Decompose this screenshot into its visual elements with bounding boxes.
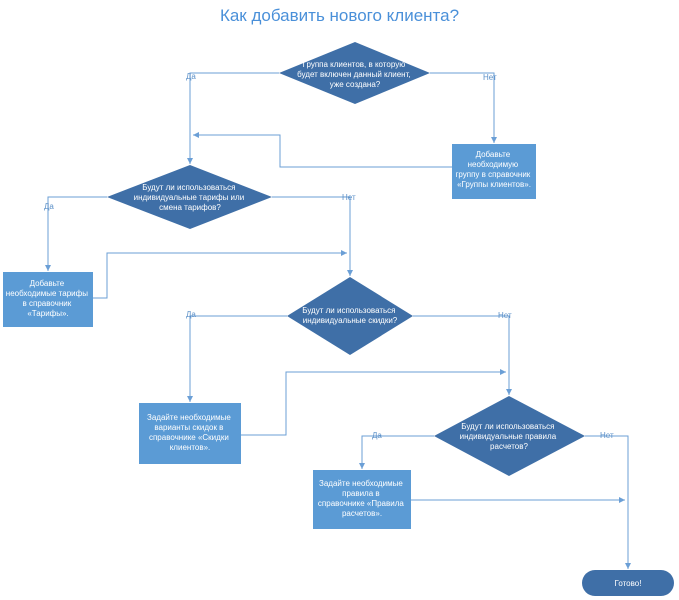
- process-text-line: необходимые тарифы: [6, 289, 88, 298]
- svg-text:Добавьте необходимые тар: Добавьте необходимые тарифы в справочник…: [6, 279, 90, 318]
- process-add-tariffs: Добавьте необходимые тарифы в справочник…: [3, 272, 93, 327]
- edge-label-yes: Да: [186, 310, 196, 319]
- decision-text-line: расчетов?: [490, 442, 528, 451]
- edge-label-yes: Да: [372, 431, 382, 440]
- edge-label-yes: Да: [44, 202, 54, 211]
- process-text-line: справочнике «Правила: [318, 499, 404, 508]
- decision-text-line: Будут ли использоваться: [461, 422, 554, 431]
- page-title: Как добавить нового клиента?: [219, 6, 460, 25]
- edge-p2-return: [93, 250, 347, 299]
- decision-text-line: Группа клиентов, в которую: [303, 60, 406, 69]
- decision-text-line: будет включен данный клиент,: [297, 70, 410, 79]
- decision-discounts: Будут ли использоваться индивидуальные с…: [287, 277, 413, 355]
- process-text-line: Добавьте: [30, 279, 65, 288]
- decision-text-line: индивидуальные правила: [460, 432, 557, 441]
- edge-d3-yes: [187, 315, 287, 402]
- edge-d2-yes: [45, 196, 107, 271]
- process-text-line: варианты скидок в: [154, 423, 223, 432]
- decision-text-line: индивидуальные тарифы или: [134, 193, 245, 202]
- edge-d4-yes: [359, 435, 434, 469]
- decision-group-exists: Группа клиентов, в которую будет включен…: [279, 42, 430, 104]
- svg-text:Задайте необходимые прав: Задайте необходимые правила в справочник…: [318, 479, 406, 518]
- process-text-line: правила в: [342, 489, 380, 498]
- process-text-line: «Группы клиентов».: [457, 180, 531, 189]
- process-add-group: Добавьте необходимую группу в справочник…: [452, 144, 536, 199]
- process-box: [3, 272, 93, 327]
- edge-label-yes: Да: [186, 72, 196, 81]
- process-text-line: в справочник: [23, 299, 72, 308]
- terminator-shape: [582, 570, 674, 596]
- edge-d1-no: [430, 72, 497, 143]
- edge-label-no: Нет: [483, 73, 497, 82]
- process-text-line: Добавьте: [476, 150, 511, 159]
- decision-text-line: уже создана?: [330, 80, 381, 89]
- process-box: [139, 403, 241, 464]
- svg-text:Будут ли использоваться: Будут ли использоваться индивидуальные с…: [302, 306, 398, 325]
- decision-rules: Будут ли использоваться индивидуальные п…: [434, 396, 585, 476]
- process-text-line: расчетов».: [342, 509, 382, 518]
- svg-text:Задайте необходимые вари: Задайте необходимые варианты скидок в сп…: [147, 413, 233, 452]
- process-box: [313, 470, 411, 529]
- edge-d3-no: [413, 315, 512, 395]
- terminator-done: Готово!: [582, 570, 674, 596]
- process-text-line: группу в справочник: [455, 170, 530, 179]
- process-text-line: Задайте необходимые: [147, 413, 231, 422]
- edge-p3-return: [241, 369, 506, 436]
- decision-text-line: Будут ли использоваться: [142, 183, 235, 192]
- process-text-line: необходимую: [468, 160, 519, 169]
- process-text-line: справочнике «Скидки: [149, 433, 229, 442]
- edge-p1-return: [193, 132, 452, 168]
- decision-diamond: [107, 165, 272, 229]
- decision-text-line: индивидуальные скидки?: [303, 316, 398, 325]
- decision-text-line: смена тарифов?: [159, 203, 221, 212]
- process-text-line: «Тарифы».: [27, 309, 68, 318]
- decision-diamond: [434, 396, 585, 476]
- edge-d2-no: [272, 196, 353, 276]
- process-text-line: Задайте необходимые: [319, 479, 403, 488]
- terminator-label: Готово!: [615, 579, 642, 588]
- process-set-rules: Задайте необходимые правила в справочник…: [313, 470, 411, 529]
- decision-text-line: Будут ли использоваться: [302, 306, 395, 315]
- process-set-discounts: Задайте необходимые варианты скидок в сп…: [139, 403, 241, 464]
- svg-text:Группа клиентов, в которую: Группа клиентов, в которую будет включен…: [297, 60, 413, 89]
- decision-diamond: [279, 42, 430, 104]
- decision-tariffs: Будут ли использоваться индивидуальные т…: [107, 165, 272, 229]
- edge-label-no: Нет: [600, 431, 614, 440]
- edge-label-no: Нет: [342, 193, 356, 202]
- edge-d4-no: [585, 435, 631, 569]
- edge-d1-yes: [187, 72, 279, 164]
- svg-text:Добавьте необходимую: Добавьте необходимую группу в справочник…: [455, 150, 532, 189]
- process-box: [452, 144, 536, 199]
- svg-text:Будут ли использоваться: Будут ли использоваться индивидуальные п…: [460, 422, 559, 451]
- edge-label-no: Нет: [498, 311, 512, 320]
- svg-text:Будут ли использоваться: Будут ли использоваться индивидуальные т…: [134, 183, 247, 212]
- process-text-line: клиентов».: [170, 443, 211, 452]
- decision-diamond: [287, 277, 413, 355]
